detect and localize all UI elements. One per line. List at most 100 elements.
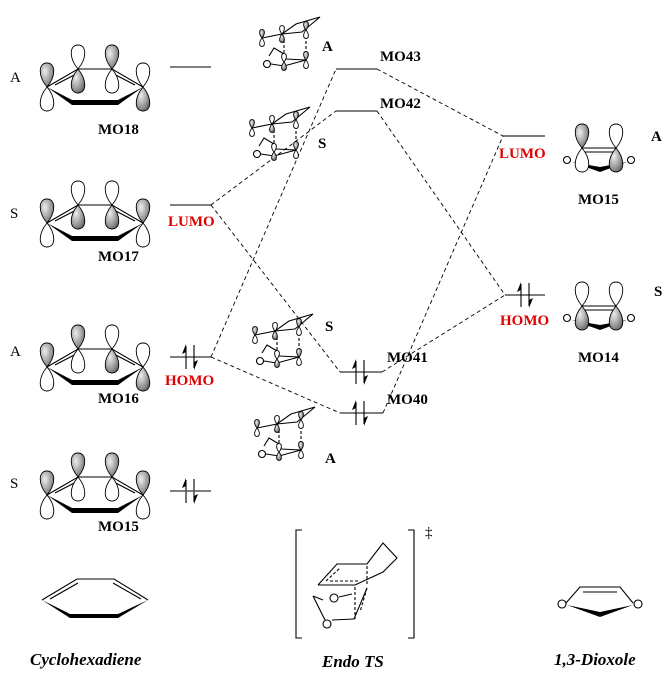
orbital-lobe xyxy=(574,147,590,173)
orbital-lobe xyxy=(574,123,590,149)
orbital-lobe xyxy=(70,44,86,70)
electron-pair xyxy=(352,400,368,426)
symmetry-label: S xyxy=(325,319,333,335)
orbital-lobe xyxy=(39,62,55,88)
orbital-lobe xyxy=(135,494,151,520)
orbital-chd-mo15 xyxy=(39,452,151,520)
orbital-lobe xyxy=(135,222,151,248)
orbital-lobe xyxy=(281,53,287,63)
orbital-ts-mo42 xyxy=(249,106,311,161)
orbital-lobe xyxy=(296,318,302,328)
orbital-lobe xyxy=(254,419,260,429)
orbital-lobe xyxy=(104,44,120,70)
orbital-label: MO18 xyxy=(98,122,139,138)
orbital-lobe xyxy=(104,180,120,206)
orbital-lobe xyxy=(39,494,55,520)
orbital-lobe xyxy=(70,476,86,502)
orbital-lobe xyxy=(303,21,309,31)
electron-pair xyxy=(517,282,533,308)
orbital-ts-mo41 xyxy=(252,313,314,368)
orbital-lobe xyxy=(279,33,285,43)
orbital-lobe xyxy=(269,115,275,125)
orbital-lobe xyxy=(70,452,86,478)
orbital-lobe xyxy=(39,470,55,496)
orbital-lobe xyxy=(249,119,255,129)
orbital-lobe xyxy=(303,59,309,69)
symmetry-label: A xyxy=(322,39,333,55)
orbital-lobe xyxy=(135,86,151,112)
orbital-lobe xyxy=(254,427,260,437)
orbital-lobe xyxy=(274,415,280,425)
orbital-lobe xyxy=(70,348,86,374)
homo-label: HOMO xyxy=(165,373,214,389)
orbital-label: MO15 xyxy=(98,519,139,535)
orbital-label: MO17 xyxy=(98,249,139,265)
orbital-lobe xyxy=(272,330,278,340)
orbital-lobe xyxy=(104,204,120,230)
symmetry-label: A xyxy=(10,70,21,86)
orbital-lobe xyxy=(298,419,304,429)
orbital-lobe xyxy=(274,350,280,360)
orbital-label: MO16 xyxy=(98,391,139,407)
orbital-lobe xyxy=(135,198,151,224)
orbital-lobe xyxy=(303,51,309,61)
orbital-lobe xyxy=(104,348,120,374)
orbital-label: MO14 xyxy=(578,350,619,366)
orbital-lobe xyxy=(104,68,120,94)
orbital-ts-mo40 xyxy=(254,406,316,461)
orbital-lobe xyxy=(293,149,299,159)
orbital-label: MO15 xyxy=(578,192,619,208)
endo-ts-name: Endo TS xyxy=(321,652,384,671)
orbital-lobe xyxy=(293,119,299,129)
orbital-lobe xyxy=(608,147,624,173)
orbital-lobe xyxy=(608,305,624,331)
endo-ts-structure xyxy=(295,529,415,639)
electron-pair xyxy=(352,359,368,385)
orbital-lobe xyxy=(276,443,282,453)
symmetry-label: S xyxy=(318,136,326,152)
orbital-lobe xyxy=(303,29,309,39)
orbital-lobe xyxy=(39,342,55,368)
lumo-label: LUMO xyxy=(168,214,215,230)
orbital-lobe xyxy=(249,127,255,137)
electron-pair xyxy=(182,344,198,370)
correlation-lines xyxy=(210,68,506,414)
orbital-lobe xyxy=(104,452,120,478)
symmetry-label: A xyxy=(10,344,21,360)
dioxole-structure xyxy=(557,586,643,617)
dioxole-name: 1,3-Dioxole xyxy=(554,650,636,669)
orbital-lobe xyxy=(276,451,282,461)
orbital-lobe xyxy=(135,366,151,392)
homo-label: HOMO xyxy=(500,313,549,329)
orbital-chd-mo18 xyxy=(39,44,151,112)
orbital-lobe xyxy=(39,222,55,248)
orbital-label: MO43 xyxy=(380,49,421,65)
orbital-label: MO42 xyxy=(380,96,421,112)
orbital-lobe xyxy=(293,111,299,121)
orbital-lobe xyxy=(608,123,624,149)
orbital-dx-mo15 xyxy=(562,123,636,173)
orbital-label: MO41 xyxy=(387,350,428,366)
orbital-lobe xyxy=(70,204,86,230)
orbital-lobe xyxy=(135,342,151,368)
orbital-lobe xyxy=(574,305,590,331)
orbital-ts-mo43 xyxy=(259,16,321,71)
orbital-lobe xyxy=(296,356,302,366)
symmetry-label: S xyxy=(10,206,18,222)
orbital-lobe xyxy=(274,423,280,433)
orbital-lobe xyxy=(296,326,302,336)
orbital-lobe xyxy=(293,141,299,151)
orbital-lobe xyxy=(574,281,590,307)
orbital-lobe xyxy=(135,470,151,496)
orbital-lobe xyxy=(298,441,304,451)
cyclohexadiene-name: Cyclohexadiene xyxy=(30,650,142,669)
orbital-lobe xyxy=(259,37,265,47)
orbital-lobe xyxy=(281,61,287,71)
orbital-lobe xyxy=(70,68,86,94)
symmetry-label: S xyxy=(10,476,18,492)
symmetry-label: A xyxy=(325,451,336,467)
orbital-label: MO40 xyxy=(387,392,428,408)
orbital-lobe xyxy=(608,281,624,307)
orbital-pictures xyxy=(39,16,636,520)
